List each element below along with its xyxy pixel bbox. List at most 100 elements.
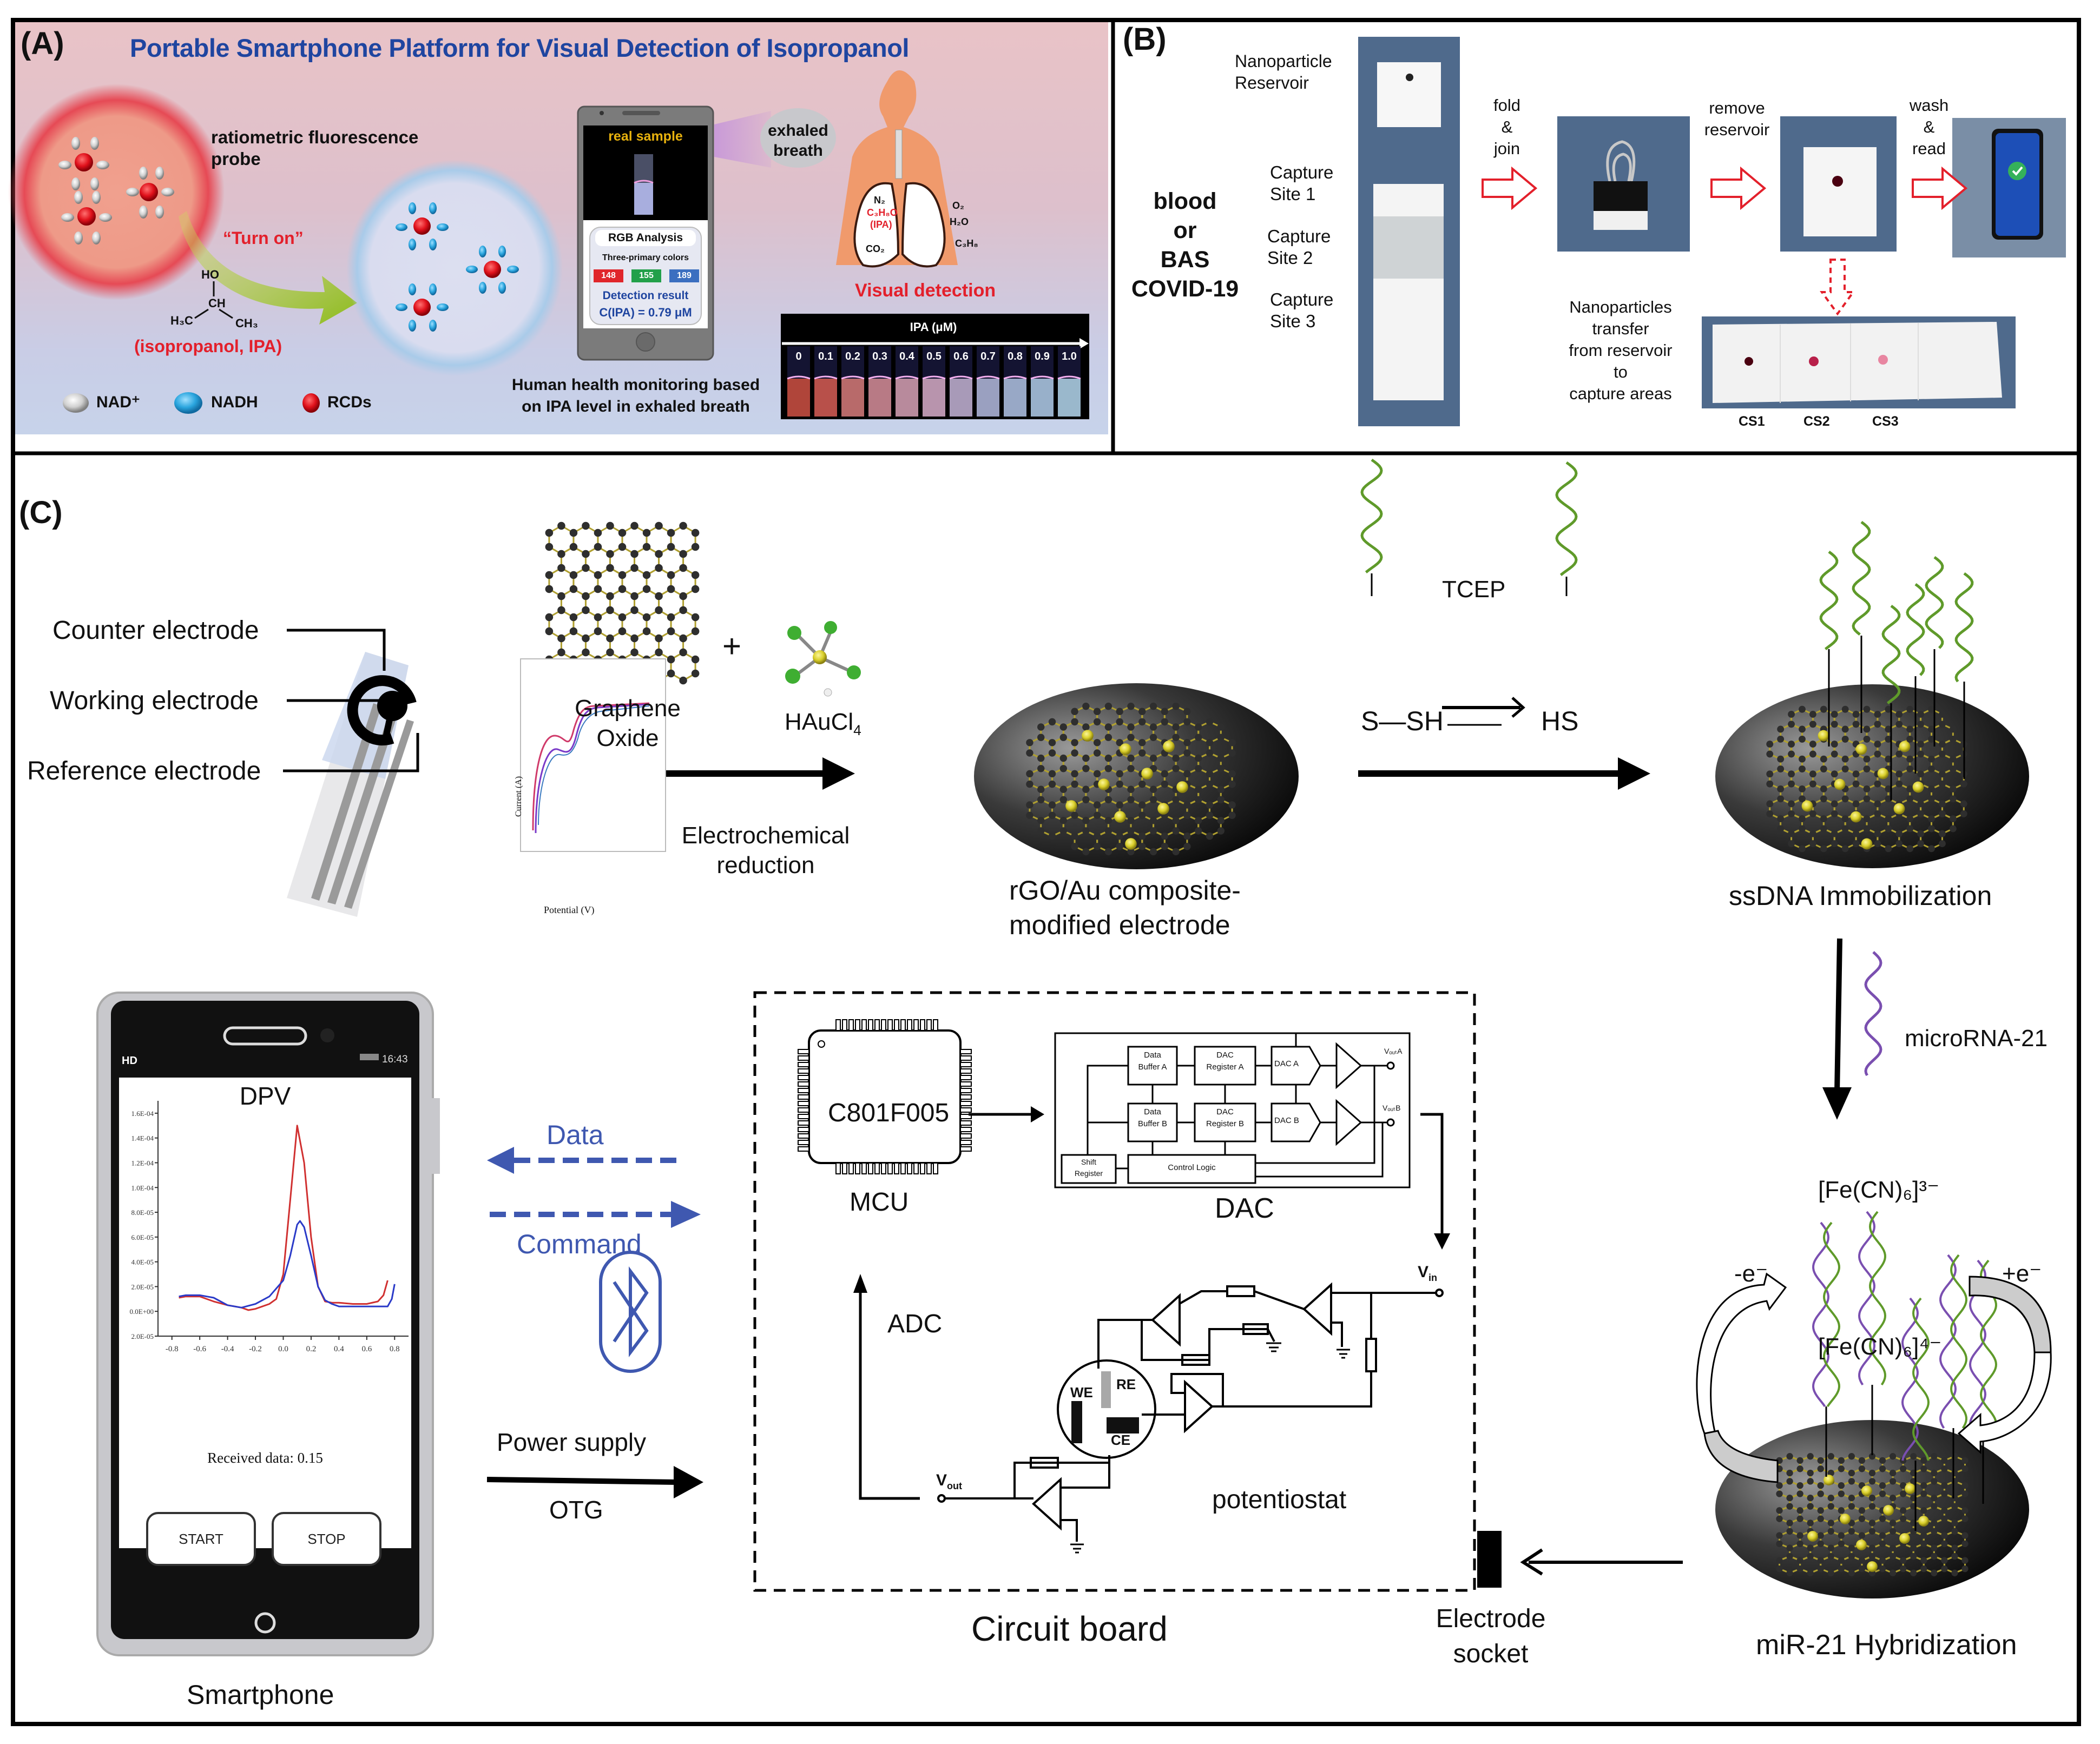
panel-b-photos: [1358, 37, 2066, 426]
ipa-concentration-label: 0.7: [980, 351, 996, 362]
carbon-atom: [1917, 741, 1925, 748]
carbon-atom: [1858, 1532, 1866, 1539]
carbon-atom: [1228, 770, 1236, 778]
carbon-atom: [1172, 723, 1180, 731]
carbon-atom: [1951, 1528, 1958, 1535]
carbon-atom: [1149, 754, 1157, 762]
carbon-atom: [1194, 827, 1202, 835]
carbon-atom: [594, 529, 602, 537]
carbon-atom: [1116, 708, 1123, 715]
carbon-atom: [1895, 830, 1903, 837]
carbon-atom: [618, 585, 627, 593]
carbon-atom: [1868, 1495, 1876, 1502]
carbon-atom: [1906, 845, 1914, 853]
carbon-atom: [1951, 1544, 1958, 1551]
carbon-atom: [1838, 1557, 1845, 1564]
home-button-icon[interactable]: [254, 1612, 276, 1634]
carbon-atom: [1809, 741, 1816, 748]
socket-label-l2: socket: [1453, 1640, 1529, 1668]
carbon-atom: [1796, 1490, 1803, 1497]
carbon-atom: [569, 585, 578, 593]
carbon-atom: [1788, 800, 1795, 808]
gas-ipa: (IPA): [870, 219, 892, 230]
carbon-atom: [1910, 1569, 1917, 1576]
carbon-atom: [1093, 832, 1101, 840]
carbon-atom: [1799, 725, 1806, 733]
reference-electrode-label: Reference electrode: [27, 757, 261, 785]
carbon-atom: [679, 564, 687, 572]
carbon-atom: [1809, 780, 1816, 788]
cuvette-solution: [787, 379, 810, 417]
command-arrowhead-icon: [671, 1201, 701, 1228]
carbon-atom: [1183, 770, 1191, 778]
carbon-atom: [1831, 840, 1838, 848]
cv-y-axis-text: Current (A): [514, 776, 523, 817]
carbon-atom: [1817, 1490, 1824, 1497]
carbon-atom: [1059, 817, 1068, 824]
carbon-atom: [1206, 780, 1214, 788]
carbon-atom: [1161, 843, 1169, 850]
carbon-atom: [1777, 755, 1785, 763]
dac-block-diagram: [1054, 1032, 1411, 1188]
carbon-atom: [582, 634, 590, 643]
carbon-atom: [1938, 721, 1946, 728]
gas-ipa-formula: C₃H₈O: [867, 207, 898, 218]
electrochem-reduction-l1: Electrochemical: [681, 822, 850, 849]
carbon-atom: [1889, 1569, 1897, 1576]
carbon-atom: [1949, 725, 1957, 733]
carbon-atom: [1960, 800, 1967, 808]
carbon-atom: [1831, 770, 1838, 778]
step-remove-reservoir: remove reservoir: [1688, 97, 1786, 141]
carbon-atom: [1838, 1532, 1845, 1539]
start-button[interactable]: START: [146, 1512, 256, 1566]
carbon-atom: [1938, 840, 1946, 848]
carbon-atom: [1879, 1532, 1886, 1539]
carbon-atom: [1776, 1507, 1783, 1514]
dpv-y-tick-label: 6.0E-05: [131, 1233, 154, 1241]
carbon-atom: [1149, 848, 1157, 856]
carbon-atom: [1961, 1457, 1969, 1464]
carbon-atom: [1776, 1482, 1783, 1489]
carbon-atom: [545, 529, 554, 537]
step-read: read: [1912, 139, 1946, 158]
carbon-atom: [630, 592, 638, 600]
carbon-atom: [1917, 721, 1925, 728]
minus-electron-label: -e⁻: [1734, 1260, 1768, 1287]
haucl4-subscript: 4: [853, 722, 861, 738]
counter-electrode-label: Counter electrode: [52, 616, 259, 645]
carbon-atom: [1863, 725, 1871, 733]
carbon-atom: [1217, 785, 1225, 793]
probe-label-line1: ratiometric fluorescence: [211, 127, 419, 147]
carbon-atom: [594, 613, 602, 622]
hybridization-arrow: [1834, 938, 1842, 1093]
carbon-atom: [1766, 770, 1774, 778]
carbon-atom: [1920, 1540, 1927, 1548]
carbon-atom: [1863, 825, 1871, 833]
ipa-concentration-label: 0: [795, 351, 802, 362]
carbon-atom: [691, 613, 700, 622]
bluetooth-icon: [599, 1251, 662, 1373]
carbon-atom: [1868, 1544, 1876, 1551]
carbon-atom: [1879, 1465, 1886, 1472]
dpv-x-tick-label: -0.4: [221, 1345, 234, 1353]
transfer-caption: Nanoparticles transfer from reservoir to…: [1545, 296, 1696, 405]
dpv-y-tick-label: 4.0E-05: [131, 1258, 154, 1266]
carbon-atom: [1820, 755, 1827, 763]
turn-on-arrow-icon: [179, 211, 357, 325]
carbon-atom: [1931, 1453, 1938, 1460]
carbon-atom: [1941, 1507, 1948, 1514]
ipa-concentration-label: 0.2: [845, 351, 860, 362]
carbon-atom: [1941, 1482, 1948, 1489]
carbon-atom: [1104, 817, 1112, 824]
vin-subscript: in: [1428, 1272, 1438, 1283]
stop-button[interactable]: STOP: [272, 1512, 381, 1566]
ssdna-strand: [1819, 551, 1839, 650]
nadh-rcd-illustration: [346, 160, 563, 376]
carbon-atom: [1116, 770, 1123, 778]
step-join: join: [1493, 139, 1520, 158]
carbon-atom: [1941, 1457, 1948, 1464]
dpv-y-tick-label: 8.0E-05: [131, 1208, 154, 1217]
carbon-atom: [1961, 1557, 1969, 1564]
phone-status-network: HD: [122, 1055, 137, 1067]
carbon-atom: [1776, 1540, 1783, 1548]
